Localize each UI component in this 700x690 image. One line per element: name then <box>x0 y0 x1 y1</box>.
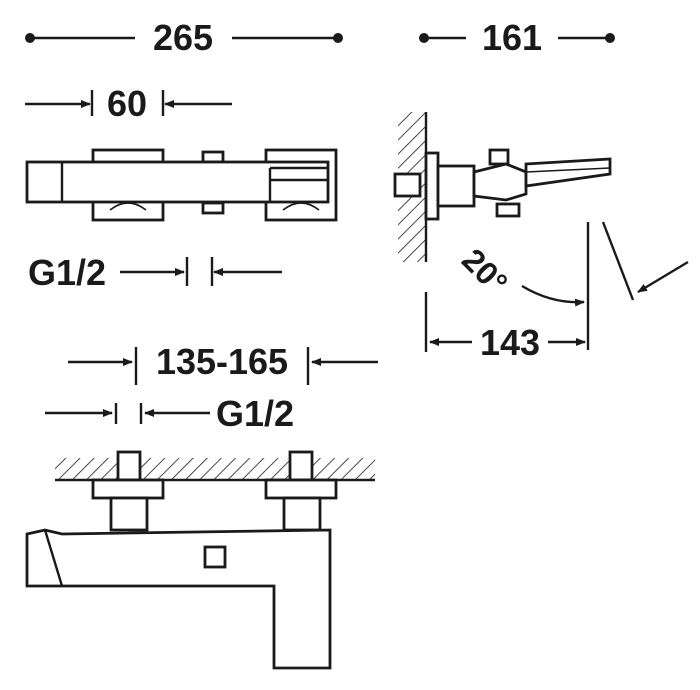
dimension-handle-width: 60 <box>25 83 232 124</box>
handle-width-label: 60 <box>107 83 147 124</box>
side-view <box>393 112 612 262</box>
inlet-centers-label: 135-165 <box>156 341 288 382</box>
dimension-inlet-thread-top: G1/2 <box>28 252 282 293</box>
inlet-thread-top-label: G1/2 <box>28 252 106 293</box>
overall-width-label: 265 <box>153 17 213 58</box>
projection-label: 161 <box>482 17 542 58</box>
dimension-projection: 161 <box>419 17 615 58</box>
dimension-inlet-thread-bottom: G1/2 <box>45 393 294 434</box>
spout-reach-label: 143 <box>480 322 540 363</box>
dimension-spout-reach: 143 <box>424 292 586 363</box>
top-view <box>25 148 338 222</box>
wall-hatch-front <box>55 458 375 480</box>
dimension-overall-width: 265 <box>25 17 343 58</box>
inlet-thread-bottom-label: G1/2 <box>216 393 294 434</box>
angle-label: 20° <box>455 241 515 301</box>
front-view <box>25 450 375 670</box>
dimension-inlet-centers: 135-165 <box>68 341 378 385</box>
